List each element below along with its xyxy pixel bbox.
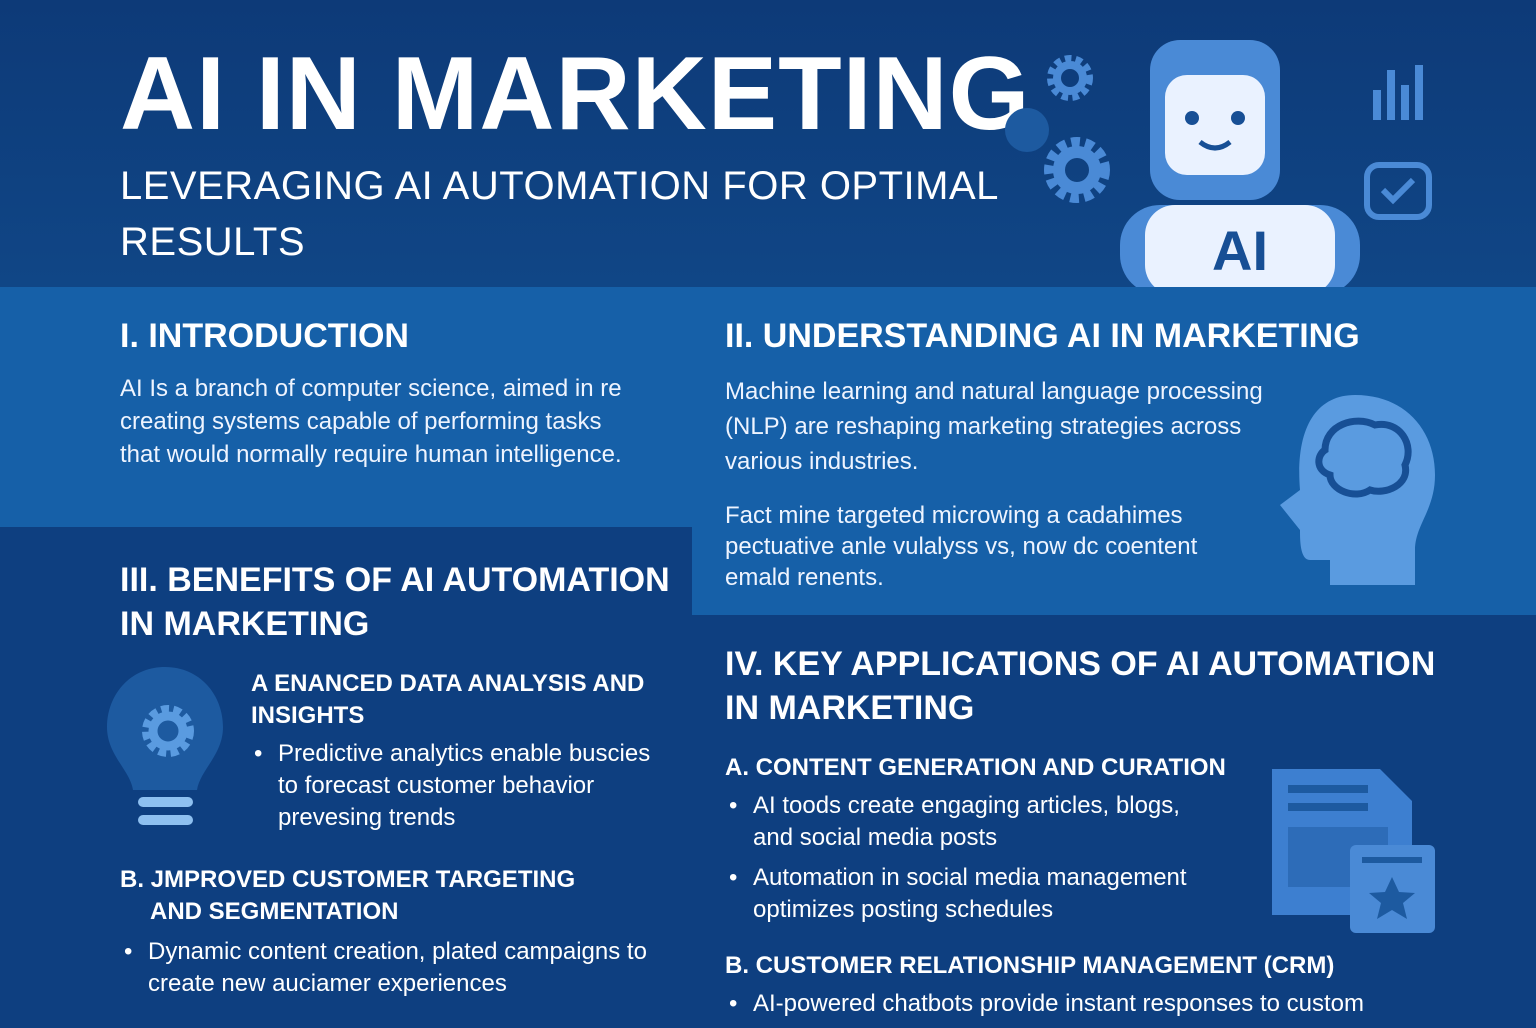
page-subtitle: LEVERAGING AI AUTOMATION FOR OPTIMAL RES…	[120, 164, 998, 264]
application-a-heading: A. CONTENT GENERATION AND CURATION	[725, 754, 1226, 781]
application-b-list: AI-powered chatbots provide instant resp…	[725, 988, 1445, 1028]
understanding-text-1: Machine learning and natural language pr…	[725, 378, 1263, 475]
understanding-text-2: Fact mine targeted microwing a cadahimes…	[725, 502, 1198, 591]
benefit-a-heading: A ENANCED DATA ANALYSIS AND INSIGHTS	[251, 670, 645, 729]
list-item: Automation in social media management op…	[725, 862, 1225, 926]
gear-icon	[1044, 137, 1110, 203]
list-item: AI-powered chatbots provide instant resp…	[725, 988, 1445, 1020]
brain-head-icon	[1280, 395, 1435, 585]
benefit-a-list: Predictive analytics enable buscies to f…	[250, 738, 670, 842]
introduction-panel	[0, 287, 692, 527]
gear-icon	[1047, 55, 1093, 101]
robot-illustration: AI	[1005, 40, 1432, 290]
application-b-heading: B. CUSTOMER RELATIONSHIP MANAGEMENT (CRM…	[725, 952, 1335, 979]
robot-label: AI	[1212, 219, 1268, 282]
star-icon	[1369, 877, 1415, 919]
list-item: Predictive analytics enable buscies to f…	[250, 738, 670, 834]
checkbox-icon	[1364, 162, 1432, 220]
understanding-heading: II. UNDERSTANDING AI IN MARKETING	[725, 317, 1360, 355]
introduction-heading: I. INTRODUCTION	[120, 317, 409, 355]
document-icon	[1272, 769, 1435, 933]
application-a-list: AI toods create engaging articles, blogs…	[725, 790, 1225, 934]
list-item: Dynamic content creation, plated campaig…	[120, 936, 660, 1000]
benefits-heading: III. BENEFITS OF AI AUTOMATION IN MARKET…	[120, 561, 670, 643]
list-item: AI toods create engaging articles, blogs…	[725, 790, 1225, 854]
applications-heading: IV. KEY APPLICATIONS OF AI AUTOMATION IN…	[725, 645, 1436, 727]
introduction-text: AI Is a branch of computer science, aime…	[120, 375, 622, 468]
benefit-b-heading: B. JMPROVED CUSTOMER TARGETING AND SEGME…	[120, 866, 576, 925]
bar-chart-icon	[1373, 65, 1423, 120]
lightbulb-icon	[107, 667, 223, 825]
speech-bubble-icon	[1005, 108, 1049, 152]
page-title: AI IN MARKETING	[120, 36, 1031, 152]
benefit-b-list: Dynamic content creation, plated campaig…	[120, 936, 660, 1008]
